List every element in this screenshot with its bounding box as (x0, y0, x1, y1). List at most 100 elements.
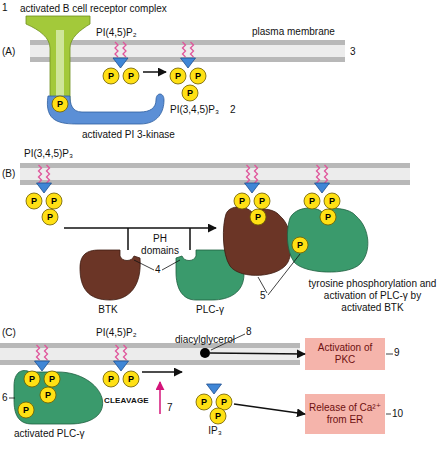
text-label: activated B cell receptor complex (20, 3, 167, 15)
text-label: plasma membrane (252, 26, 335, 38)
panel-label: (C) (2, 327, 16, 339)
text-label: PI(4,5)P₂ (96, 327, 137, 339)
node-text: Activation of PKC (309, 342, 381, 366)
phosphate-circle (234, 193, 250, 209)
phosphate-circle (24, 371, 40, 387)
lipid-tail (247, 165, 250, 183)
phosphate-circle (52, 96, 68, 112)
phosphate-label: P (320, 210, 336, 224)
outcome-box: Release of Ca²⁺ from ER (305, 394, 385, 434)
phosphate-label: P (123, 372, 139, 386)
callout-number: 3 (350, 46, 356, 58)
phosphate-label: P (40, 388, 56, 402)
inositol-head (315, 183, 330, 193)
phosphate-circle (26, 193, 42, 209)
phosphate-label: P (18, 403, 34, 417)
phosphate-circle (170, 68, 186, 84)
node-text: diacylglycerol (175, 334, 235, 346)
callout-number: 6 (2, 392, 8, 404)
phosphate-label: P (103, 372, 119, 386)
lipid-tail (325, 165, 328, 183)
cleavage-pointer (159, 382, 161, 414)
phosphate-circle (320, 209, 336, 225)
callout-number: 7 (167, 402, 173, 414)
phosphate-circle (40, 387, 56, 403)
membrane-leaflet (20, 163, 410, 168)
step-label: CLEAVAGE (104, 395, 149, 407)
receptor-stripe (56, 30, 64, 100)
phosphate-label: P (190, 69, 206, 83)
phosphate-circle (216, 394, 232, 410)
phosphate-label: P (103, 69, 119, 83)
inositol-head (37, 183, 52, 193)
phosphate-label: P (254, 194, 270, 208)
text-label: PLC-γ (185, 304, 235, 316)
phosphate-label: P (42, 210, 58, 224)
callout-number: 2 (230, 104, 236, 116)
phosphate-circle (182, 85, 198, 101)
lipid-tail (317, 165, 320, 183)
activated-plc-gamma (14, 371, 103, 424)
phosphate-circle (196, 394, 212, 410)
membrane-leaflet (30, 40, 345, 45)
phosphate-label: P (196, 395, 212, 409)
outcome-box: Activation of PKC (305, 338, 385, 370)
membrane-leaflet (20, 180, 410, 185)
inositol-head (35, 361, 50, 371)
node-text: IP₃ (208, 425, 222, 437)
phosphate-circle (254, 193, 270, 209)
callout-number: 5 (260, 290, 266, 302)
phosphate-circle (210, 408, 226, 424)
lipid-tail (255, 165, 258, 183)
phosphate-label: P (182, 86, 198, 100)
phosphate-label: P (324, 194, 340, 208)
phosphate-circle (304, 193, 320, 209)
text-label: PI(4,5)P₂ (96, 27, 137, 39)
btk-bound (223, 207, 291, 275)
phosphate-circle (44, 371, 60, 387)
lipid-tail (45, 345, 48, 360)
lipid-tail (123, 42, 126, 57)
text-label: tyrosine phosphorylation and activation … (305, 278, 440, 314)
phosphate-label: P (46, 194, 62, 208)
phosphate-label: P (44, 372, 60, 386)
callout-number: 1 (2, 2, 8, 14)
text-label: activated PI 3-kinase (82, 129, 175, 141)
node-text: Release of Ca²⁺ from ER (309, 402, 381, 426)
inositol-head (207, 384, 222, 394)
phosphate-label: P (234, 194, 250, 208)
phosphate-circle (190, 68, 206, 84)
phosphate-circle (123, 68, 139, 84)
receptor-complex (26, 16, 90, 112)
phosphate-label: P (52, 97, 68, 111)
phosphate-circle (103, 371, 119, 387)
text-label: PI(3,4,5)P₃ (170, 104, 219, 116)
text-label: activated PLC-γ (14, 428, 85, 440)
text-label: PH domains (136, 233, 184, 257)
lipid-tail (116, 345, 119, 360)
reaction-arrow (143, 71, 166, 73)
phosphate-label: P (216, 395, 232, 409)
phosphate-label: P (210, 409, 226, 423)
phosphate-label: P (26, 194, 42, 208)
panel-label: (B) (2, 168, 15, 180)
phosphate-circle (18, 402, 34, 418)
lipid-tail (183, 42, 186, 57)
merge-arrow (64, 227, 216, 229)
inositol-head (113, 58, 128, 68)
phosphate-circle (324, 193, 340, 209)
lipid-tail (124, 345, 127, 360)
panel-label: (A) (2, 46, 15, 58)
phosphate-label: P (250, 210, 266, 224)
phosphate-label: P (170, 69, 186, 83)
callout-number: 10 (392, 408, 403, 420)
inositol-head (114, 361, 129, 371)
btk-protein (80, 250, 140, 300)
phosphate-label: P (123, 69, 139, 83)
lipid-tail (191, 42, 194, 57)
lipid-tail (39, 165, 42, 183)
lipid-tail (37, 345, 40, 360)
connector-arrow (210, 353, 305, 354)
